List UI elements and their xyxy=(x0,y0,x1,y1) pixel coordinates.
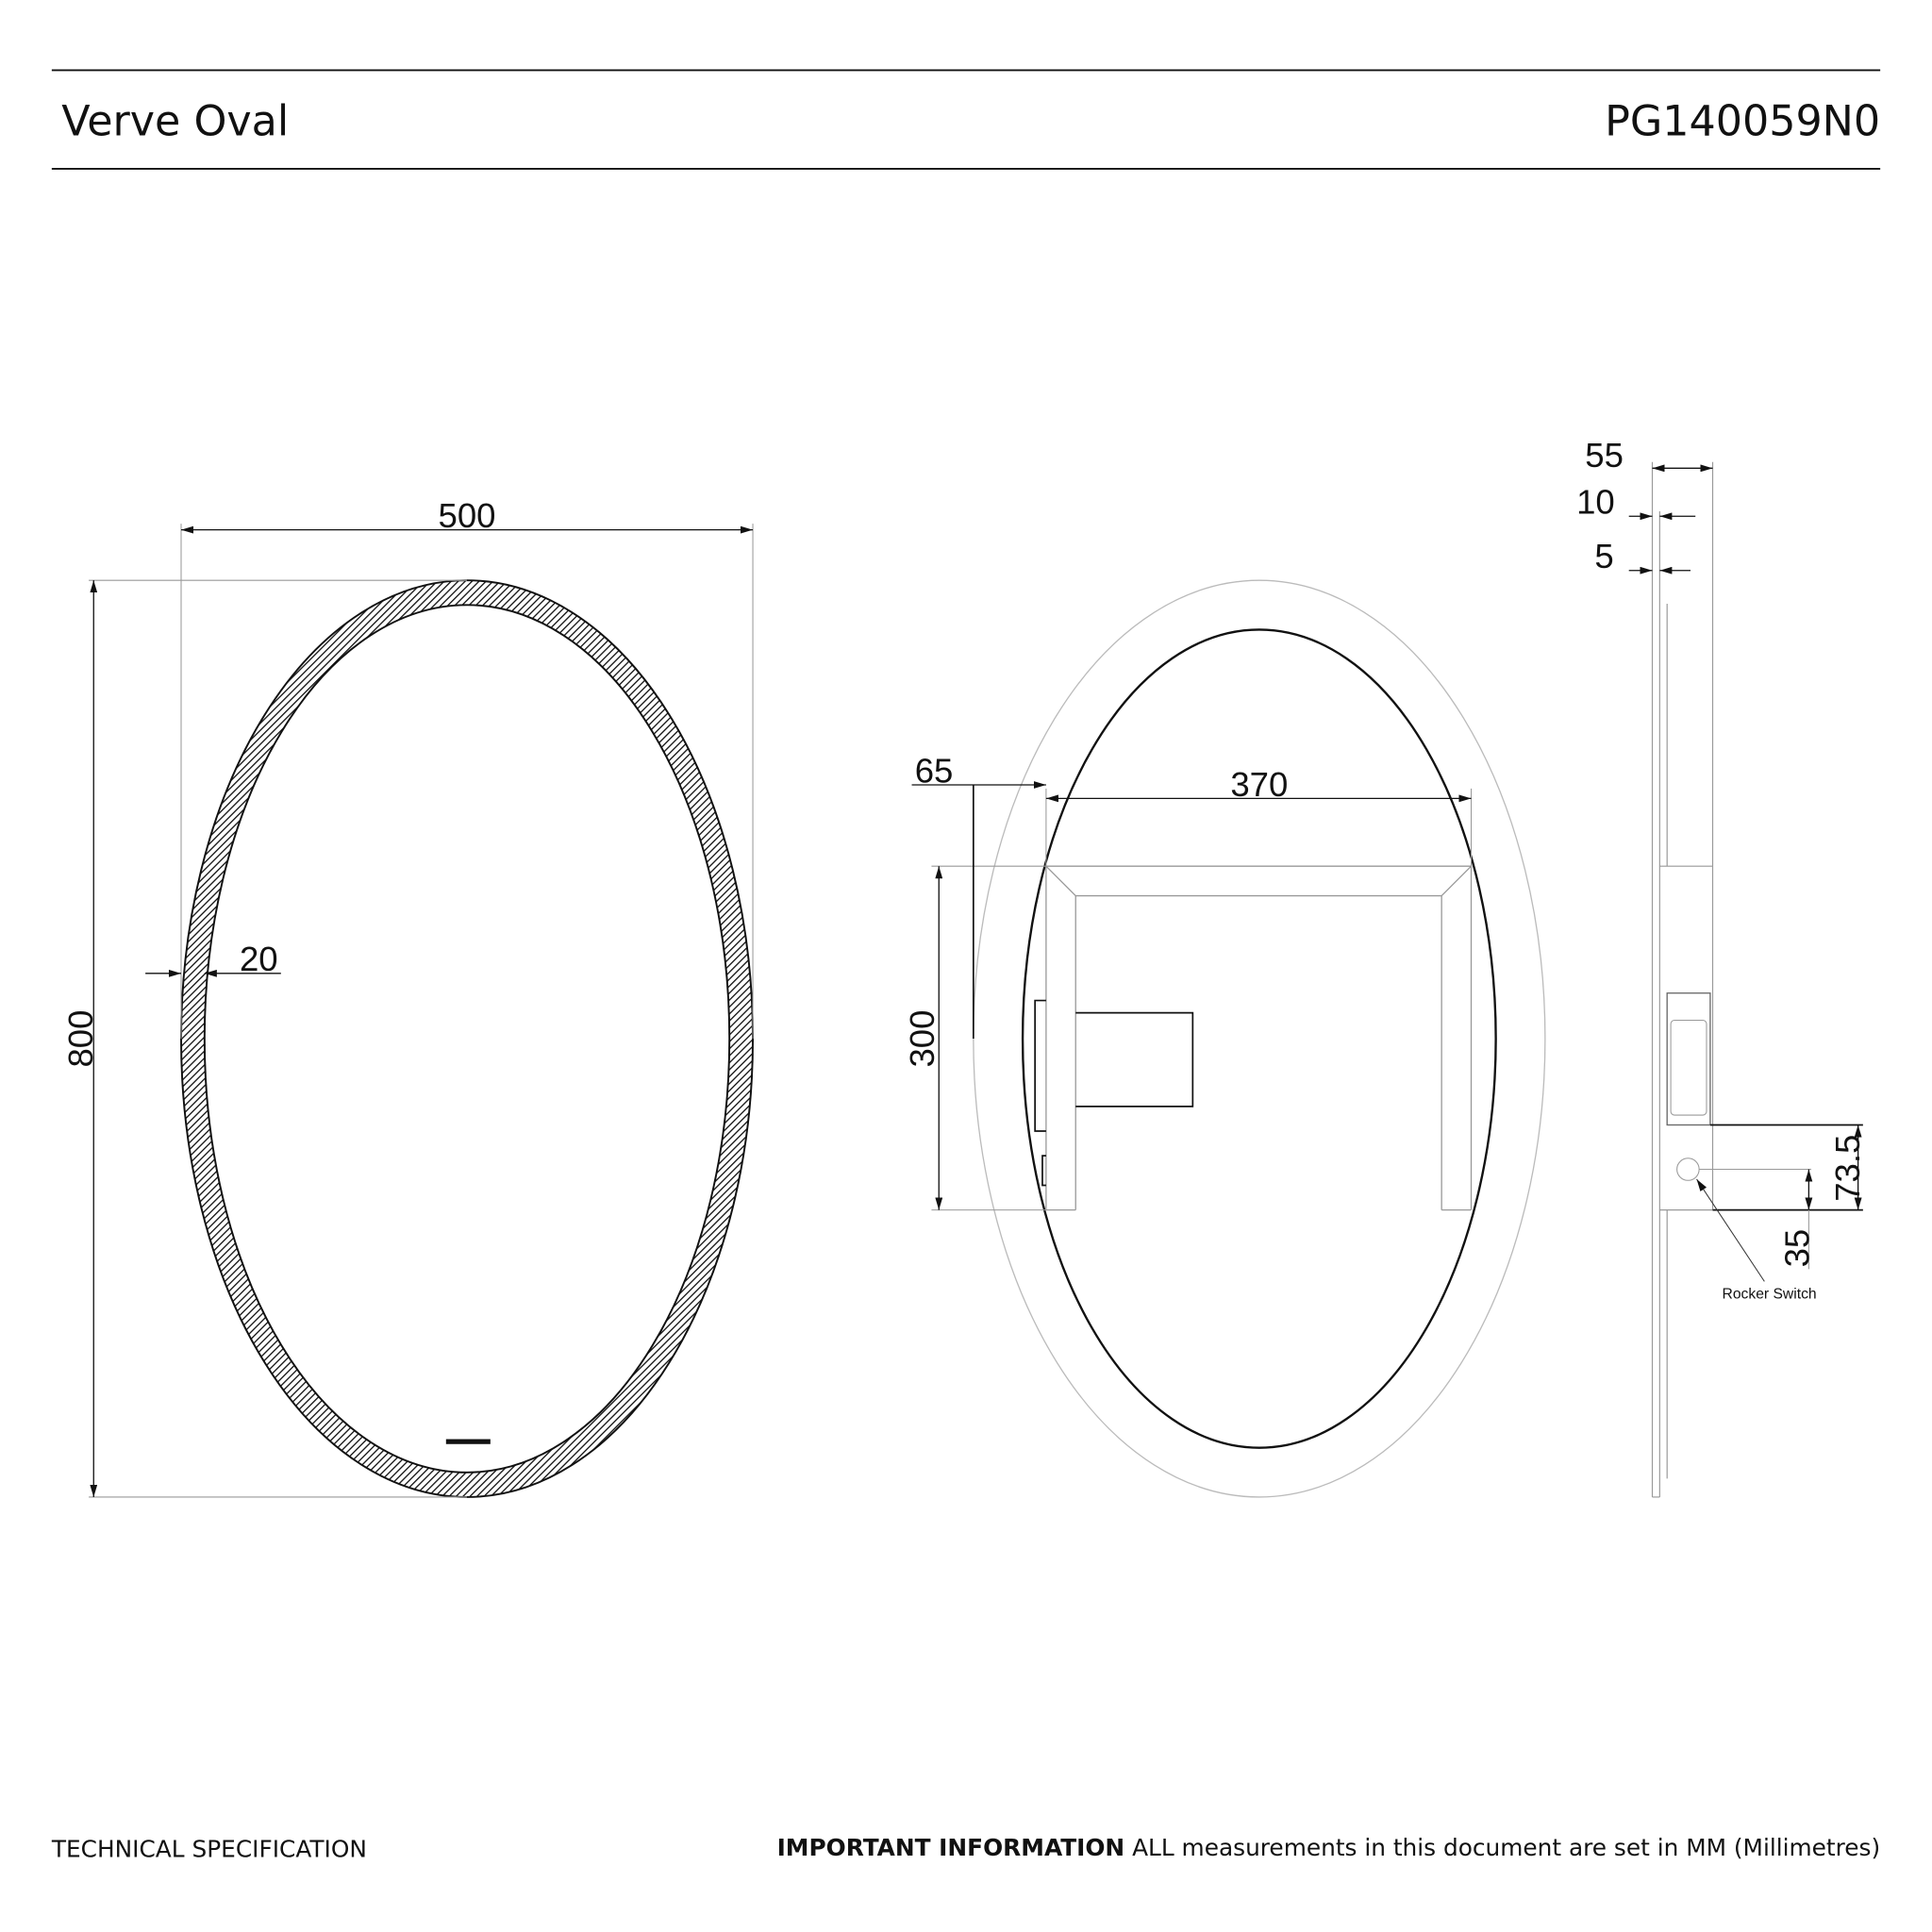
product-title: Verve Oval xyxy=(61,98,289,146)
important-label: IMPORTANT INFORMATION xyxy=(777,1834,1125,1861)
mirror-outline xyxy=(973,579,1546,1498)
depth-total-label: 55 xyxy=(1585,436,1624,475)
height-label: 800 xyxy=(61,1010,100,1068)
bracket-width-label: 370 xyxy=(1230,765,1288,804)
backing-outline xyxy=(1021,628,1497,1449)
bracket-offset-label: 65 xyxy=(915,751,954,790)
width-label: 500 xyxy=(439,496,496,535)
switch-offset-label: 35 xyxy=(1777,1229,1816,1268)
side-view: 55 10 5 73.5 35 Rocker Switch xyxy=(1576,436,1867,1498)
rocker-switch-label: Rocker Switch xyxy=(1723,1287,1817,1303)
brand-logo xyxy=(445,1439,491,1444)
rocker-switch xyxy=(1676,1158,1700,1181)
depth-face-label: 5 xyxy=(1594,537,1613,575)
switch-housing-label: 73.5 xyxy=(1828,1135,1867,1202)
wall-bracket xyxy=(1045,865,1473,1211)
footer-spec-label: TECHNICAL SPECIFICATION xyxy=(51,1835,367,1862)
footer-important-info: IMPORTANT INFORMATION ALL measurements i… xyxy=(777,1834,1881,1861)
front-view: 500 800 20 xyxy=(61,496,755,1498)
mirror-frame-hatched xyxy=(180,579,755,1498)
important-text: ALL measurements in this document are se… xyxy=(1124,1834,1880,1861)
frame-label: 20 xyxy=(240,940,278,978)
product-code: PG140059N0 xyxy=(1605,98,1880,146)
switch-housing xyxy=(1666,992,1711,1126)
bracket-height-label: 300 xyxy=(903,1010,941,1068)
driver-box xyxy=(1034,999,1194,1187)
depth-glass-label: 10 xyxy=(1576,483,1615,522)
rear-view: 370 65 300 xyxy=(903,579,1546,1498)
